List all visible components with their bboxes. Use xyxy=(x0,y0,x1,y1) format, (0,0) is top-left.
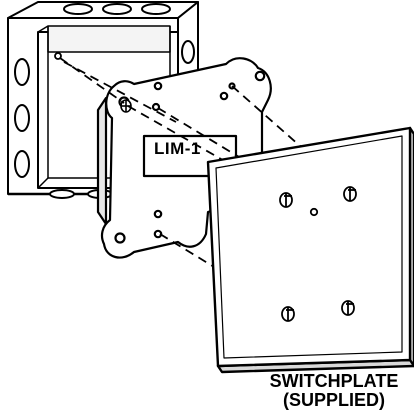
switchplate-bevel xyxy=(215,135,403,359)
top-knockout-3 xyxy=(141,3,171,15)
align-line-box-2 xyxy=(63,61,177,123)
box-back-wall xyxy=(47,25,171,53)
switchplate-caption-line2: (SUPPLIED) xyxy=(282,390,385,410)
screw-upper-left xyxy=(279,192,293,208)
side-knockout-1 xyxy=(14,58,30,86)
switchplate-face xyxy=(206,126,412,368)
box-screw-hole xyxy=(54,52,62,60)
plate-hole-mid-2 xyxy=(151,102,161,112)
screw-lower-left xyxy=(281,306,295,322)
switchplate-screws xyxy=(279,186,357,322)
align-line-upper-3 xyxy=(157,107,245,161)
right-knockout-1 xyxy=(181,40,195,64)
screw-upper-right xyxy=(343,186,357,202)
plate-hole-bottom-1 xyxy=(153,209,163,219)
plate-hole-mid-1 xyxy=(153,81,163,91)
align-line-upper-2 xyxy=(231,85,351,191)
box-top-knockouts xyxy=(63,3,171,15)
top-knockout-1 xyxy=(63,3,93,15)
top-knockout-2 xyxy=(102,3,132,15)
plate-hole-bottom-left xyxy=(114,232,126,244)
screw-lower-right xyxy=(341,300,355,316)
switchplate-center-hole xyxy=(309,207,319,217)
side-knockout-3 xyxy=(14,150,30,178)
plate-hole-ear-right xyxy=(254,70,266,82)
switchplate xyxy=(206,126,414,374)
plate-hole-top-right xyxy=(219,91,229,101)
switchplate-caption-line1: SWITCHPLATE xyxy=(269,371,399,391)
align-line-box-1 xyxy=(59,57,125,104)
plate-edge xyxy=(96,96,108,226)
bottom-knockout-1 xyxy=(49,189,75,199)
lim-module-label: LIM-1 xyxy=(154,139,201,158)
box-side-knockouts xyxy=(14,58,30,178)
switchplate-caption: SWITCHPLATE (SUPPLIED) xyxy=(256,372,412,410)
side-knockout-2 xyxy=(14,104,30,132)
